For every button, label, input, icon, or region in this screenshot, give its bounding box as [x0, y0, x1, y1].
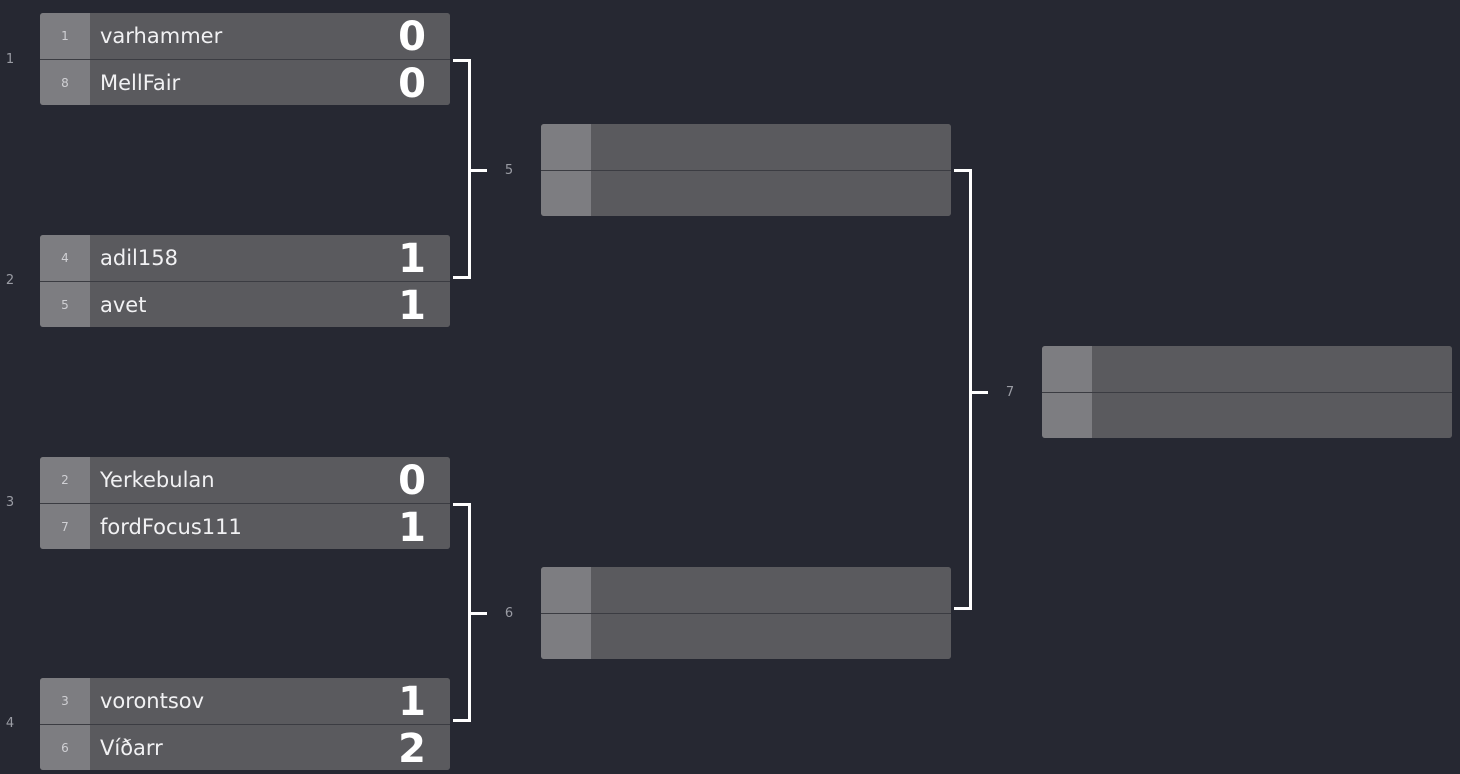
player-score: 2: [398, 726, 426, 770]
seed-badge: 6: [40, 725, 90, 770]
match-7-slot-top[interactable]: [1042, 346, 1452, 392]
player-score: 0: [398, 458, 426, 504]
player-score: 1: [398, 283, 426, 327]
match-5-slot-bottom[interactable]: [541, 170, 951, 216]
match-3-slot-bottom[interactable]: 7 fordFocus111 1: [40, 503, 450, 549]
match-1-slot-top[interactable]: 1 varhammer 0: [40, 13, 450, 60]
connector-line: [471, 612, 487, 615]
connector-line: [954, 607, 972, 610]
connector-line: [453, 503, 471, 506]
match-4-slot-top[interactable]: 3 vorontsov 1: [40, 678, 450, 725]
connector-line: [972, 391, 988, 394]
player-score: 0: [398, 61, 426, 105]
match-number-1: 1: [5, 52, 15, 67]
seed-badge: [1042, 393, 1092, 438]
seed-badge: 4: [40, 235, 90, 281]
match-number-6: 6: [504, 606, 514, 621]
connector-line: [468, 503, 471, 722]
seed-badge: [1042, 346, 1092, 392]
seed-badge: 1: [40, 13, 90, 59]
connector-line: [471, 169, 487, 172]
match-number-7: 7: [1005, 385, 1015, 400]
match-7-slot-bottom[interactable]: [1042, 392, 1452, 438]
connector-line: [954, 169, 972, 172]
seed-badge: 7: [40, 504, 90, 549]
player-name: fordFocus111: [100, 515, 242, 539]
match-5[interactable]: [541, 124, 951, 216]
player-name: avet: [100, 293, 147, 317]
match-1-slot-bottom[interactable]: 8 MellFair 0: [40, 59, 450, 105]
match-2-slot-top[interactable]: 4 adil158 1: [40, 235, 450, 282]
match-6[interactable]: [541, 567, 951, 659]
seed-badge: [541, 124, 591, 170]
player-name: MellFair: [100, 71, 181, 95]
match-3[interactable]: 2 Yerkebulan 0 7 fordFocus111 1: [40, 457, 450, 549]
match-3-slot-top[interactable]: 2 Yerkebulan 0: [40, 457, 450, 504]
match-7[interactable]: [1042, 346, 1452, 438]
match-number-3: 3: [5, 495, 15, 510]
player-score: 1: [398, 236, 426, 282]
player-score: 1: [398, 679, 426, 725]
match-number-2: 2: [5, 273, 15, 288]
connector-line: [453, 59, 471, 62]
connector-line: [453, 719, 471, 722]
seed-badge: [541, 567, 591, 613]
match-1[interactable]: 1 varhammer 0 8 MellFair 0: [40, 13, 450, 105]
seed-badge: [541, 171, 591, 216]
player-name: Yerkebulan: [100, 468, 215, 492]
connector-line: [468, 59, 471, 279]
match-2-slot-bottom[interactable]: 5 avet 1: [40, 281, 450, 327]
seed-badge: 8: [40, 60, 90, 105]
connector-line: [969, 169, 972, 610]
player-name: Víðarr: [100, 736, 163, 760]
player-name: varhammer: [100, 24, 223, 48]
match-6-slot-top[interactable]: [541, 567, 951, 613]
match-4-slot-bottom[interactable]: 6 Víðarr 2: [40, 724, 450, 770]
match-6-slot-bottom[interactable]: [541, 613, 951, 659]
match-5-slot-top[interactable]: [541, 124, 951, 170]
seed-badge: [541, 614, 591, 659]
player-name: adil158: [100, 246, 178, 270]
seed-badge: 2: [40, 457, 90, 503]
match-number-5: 5: [504, 163, 514, 178]
seed-badge: 3: [40, 678, 90, 724]
match-2[interactable]: 4 adil158 1 5 avet 1: [40, 235, 450, 327]
connector-line: [453, 276, 471, 279]
match-number-4: 4: [5, 716, 15, 731]
player-name: vorontsov: [100, 689, 205, 713]
player-score: 1: [398, 505, 426, 549]
seed-badge: 5: [40, 282, 90, 327]
match-4[interactable]: 3 vorontsov 1 6 Víðarr 2: [40, 678, 450, 770]
player-score: 0: [398, 14, 426, 60]
